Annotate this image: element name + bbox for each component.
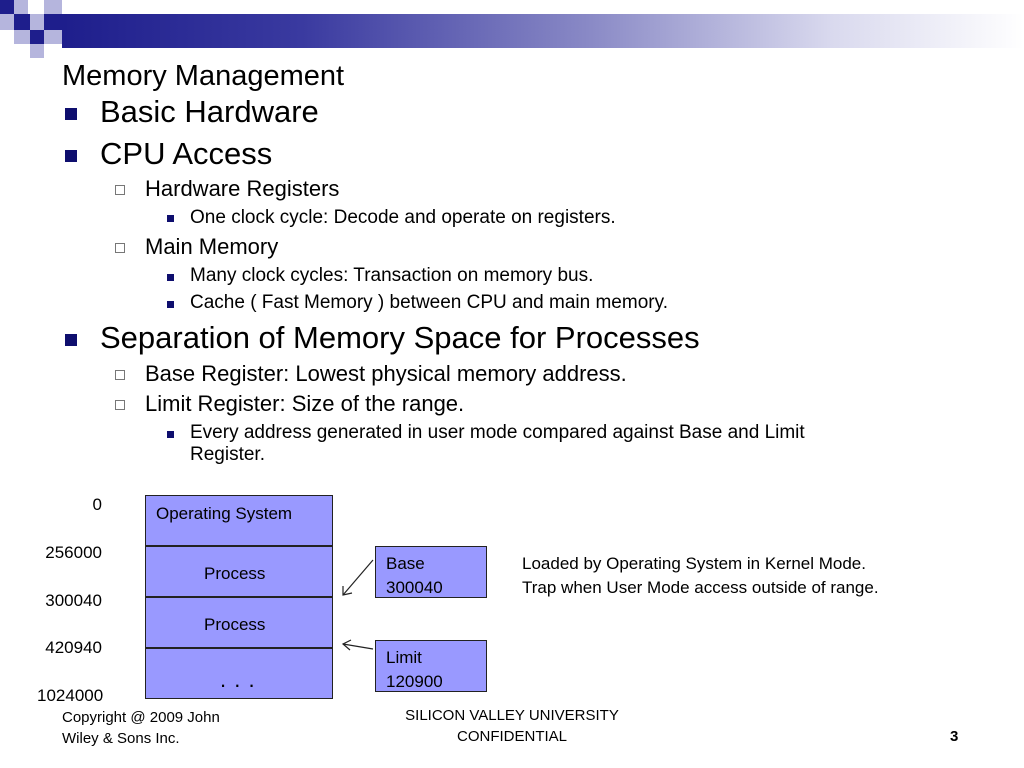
bullet-hollow-square xyxy=(115,400,125,410)
limit-register-value: 120900 xyxy=(386,672,443,691)
bullet-small-square xyxy=(167,215,174,222)
memory-block-free: . . . xyxy=(145,648,333,699)
page-number: 3 xyxy=(950,728,959,745)
bullet-cpu-access: CPU Access xyxy=(100,136,273,171)
memory-block-process: Process xyxy=(145,597,333,648)
bullet-base-register: Base Register: Lowest physical memory ad… xyxy=(145,361,627,386)
memory-block-label: Operating System xyxy=(156,504,293,523)
bullet-hardware-registers: Hardware Registers xyxy=(145,176,340,201)
header-square xyxy=(30,44,44,58)
header-square xyxy=(30,14,44,30)
header-square xyxy=(14,30,30,44)
header-square xyxy=(14,14,30,30)
bullet-every-address-line2: Register. xyxy=(190,444,265,465)
memory-block-os: Operating System xyxy=(145,495,333,546)
memory-block-label: Process xyxy=(204,615,266,634)
header-square xyxy=(44,30,62,44)
footer-copyright-line2: Wiley & Sons Inc. xyxy=(62,730,180,747)
bullet-one-clock-cycle: One clock cycle: Decode and operate on r… xyxy=(190,207,616,228)
bullet-every-address-line1: Every address generated in user mode com… xyxy=(190,422,805,443)
bullet-square xyxy=(65,108,77,120)
address-label: 420940 xyxy=(45,638,102,657)
footer-center-line1: SILICON VALLEY UNIVERSITY xyxy=(405,707,619,724)
limit-register-box: Limit 120900 xyxy=(375,640,487,692)
header-square xyxy=(44,0,62,14)
bullet-small-square xyxy=(167,301,174,308)
header-square xyxy=(0,0,14,14)
limit-register-label: Limit xyxy=(386,648,422,667)
memory-block-label: . . . xyxy=(220,667,256,692)
limit-arrow-line xyxy=(342,643,374,650)
bullet-main-memory: Main Memory xyxy=(145,234,279,259)
header-square xyxy=(14,0,28,14)
base-register-value: 300040 xyxy=(386,578,443,597)
limit-arrow-head xyxy=(341,639,352,651)
slide-title: Memory Management xyxy=(62,60,345,92)
bullet-separation: Separation of Memory Space for Processes xyxy=(100,320,700,355)
base-register-label: Base xyxy=(386,554,425,573)
header-square xyxy=(0,14,14,30)
bullet-small-square xyxy=(167,431,174,438)
register-note-line1: Loaded by Operating System in Kernel Mod… xyxy=(522,554,866,573)
bullet-hollow-square xyxy=(115,185,125,195)
bullet-hollow-square xyxy=(115,243,125,253)
address-label: 300040 xyxy=(45,591,102,610)
bullet-hollow-square xyxy=(115,370,125,380)
base-register-box: Base 300040 xyxy=(375,546,487,598)
bullet-limit-register: Limit Register: Size of the range. xyxy=(145,391,465,416)
bullet-square xyxy=(65,334,77,346)
bullet-small-square xyxy=(167,274,174,281)
base-arrow-line xyxy=(342,559,374,596)
memory-block-label: Process xyxy=(204,564,266,583)
memory-block-process: Process xyxy=(145,546,333,597)
footer-copyright-line1: Copyright @ 2009 John xyxy=(62,709,220,726)
bullet-square xyxy=(65,150,77,162)
address-label: 256000 xyxy=(45,543,102,562)
register-note-line2: Trap when User Mode access outside of ra… xyxy=(522,578,879,597)
bullet-many-clock-cycles: Many clock cycles: Transaction on memory… xyxy=(190,265,594,286)
base-arrow-head xyxy=(342,586,353,596)
bullet-basic-hardware: Basic Hardware xyxy=(100,94,319,129)
footer-center-line2: CONFIDENTIAL xyxy=(456,728,567,745)
header-square xyxy=(44,14,62,30)
address-label: 0 xyxy=(92,495,102,514)
header-square xyxy=(30,30,44,44)
bullet-cache: Cache ( Fast Memory ) between CPU and ma… xyxy=(190,292,668,313)
header-gradient-bar xyxy=(62,14,1024,48)
address-label: 1024000 xyxy=(37,686,104,705)
